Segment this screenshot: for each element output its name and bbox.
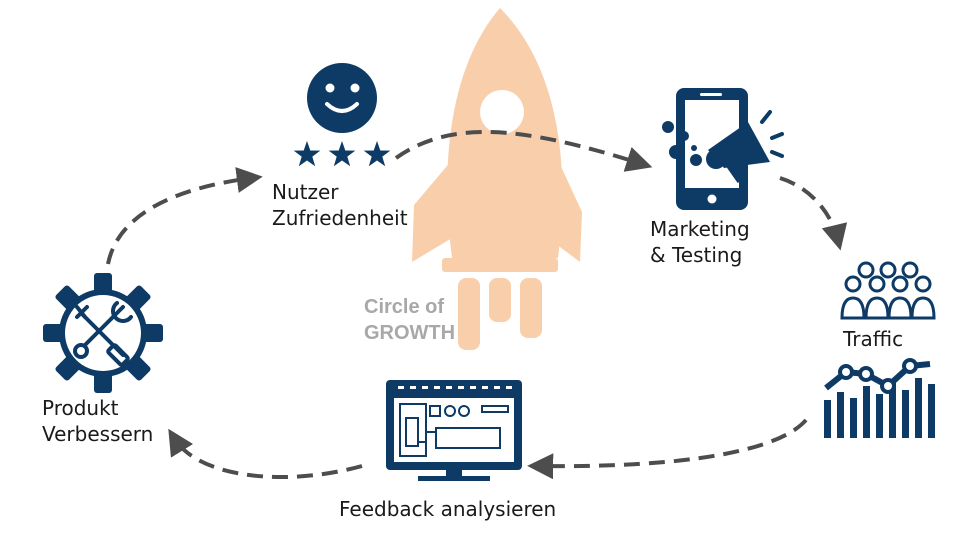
phone-megaphone-icon (662, 88, 784, 210)
people-chart-icon (824, 261, 936, 438)
arrow-produkt-to-nutzer (106, 167, 263, 265)
arrow-nutzer-to-marketing (394, 129, 653, 172)
center-title-line1: Circle of (364, 296, 445, 318)
step-label-feedback: Feedback analysieren (339, 496, 556, 522)
step-label-marketing: Marketing & Testing (650, 216, 750, 268)
step-label-line2: Zufriedenheit (272, 206, 408, 230)
step-label-traffic: Traffic (843, 326, 903, 352)
arrow-marketing-to-traffic (779, 176, 848, 251)
cycle-connectors (106, 129, 848, 480)
step-label-produkt: Produkt Verbessern (42, 395, 153, 447)
step-label-nutzer: Nutzer Zufriedenheit (272, 179, 408, 231)
monitor-dashboard-icon (386, 380, 522, 481)
step-label-line1: Nutzer (272, 180, 339, 204)
gear-tools-icon (43, 273, 163, 393)
arrow-feedback-to-produkt (168, 428, 363, 479)
smiley-stars-icon (293, 63, 391, 167)
step-label-line1: Produkt (42, 396, 119, 420)
arrow-traffic-to-feedback (527, 418, 808, 480)
center-title: Circle of GROWTH (364, 294, 455, 346)
step-label-line1: Feedback analysieren (339, 497, 557, 521)
step-label-line2: & Testing (650, 243, 743, 267)
center-title-line2: GROWTH (364, 322, 456, 344)
step-label-line1: Traffic (843, 327, 904, 351)
step-label-line2: Verbessern (42, 422, 154, 446)
step-label-line1: Marketing (650, 217, 750, 241)
